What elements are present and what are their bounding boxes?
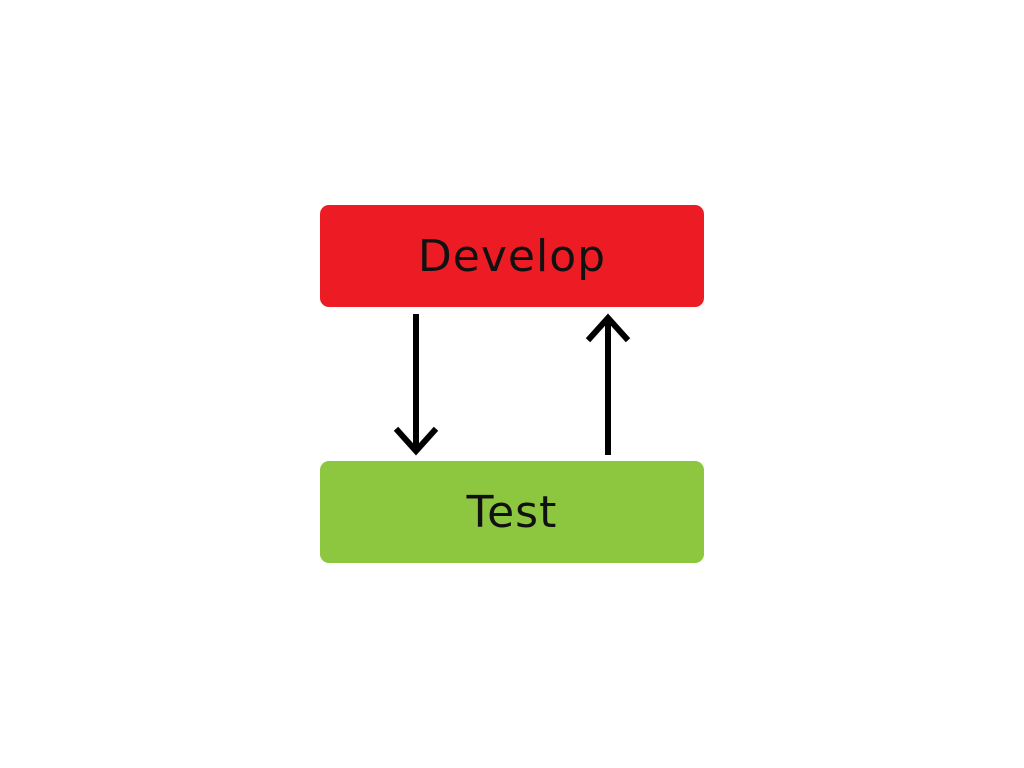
develop-box: Develop: [320, 205, 704, 307]
arrow-test-to-develop: [585, 313, 631, 455]
test-box: Test: [320, 461, 704, 563]
test-label: Test: [466, 486, 558, 538]
arrow-develop-to-test: [393, 314, 439, 456]
develop-label: Develop: [417, 230, 607, 282]
